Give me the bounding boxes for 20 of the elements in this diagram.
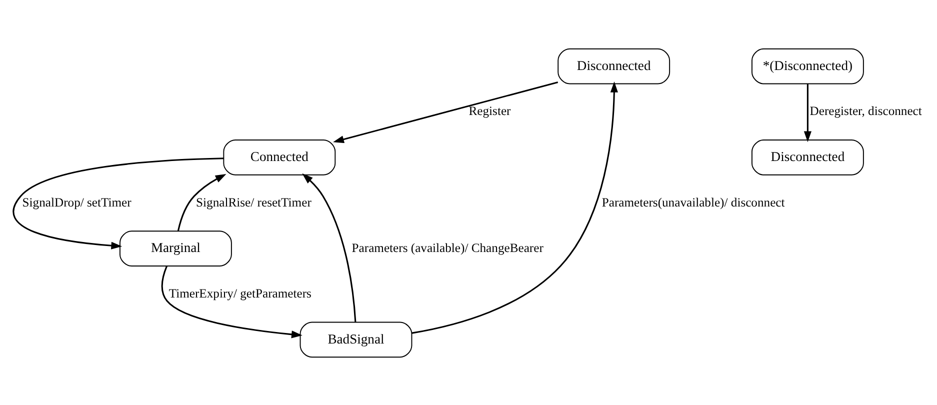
edge-label: Parameters(unavailable)/ disconnect [602, 194, 785, 209]
arrow [12, 157, 224, 249]
node-box: *(Disconnected) [751, 48, 864, 84]
node-box: Connected [223, 139, 336, 175]
edge-label: TimerExpiry/ getParameters [168, 286, 312, 300]
edge-label: Deregister, disconnect [810, 104, 922, 118]
node-box: BadSignal [300, 321, 412, 358]
arrow [302, 172, 356, 322]
node-box: Disconnected [751, 139, 864, 175]
node-box: Disconnected [558, 48, 670, 84]
arrow [177, 173, 226, 231]
edge-label: SignalRise/ resetTimer [196, 194, 312, 209]
arrow [161, 265, 302, 338]
arrow [333, 80, 558, 143]
edge-label: Parameters (available)/ ChangeBearer [352, 240, 544, 254]
arrow [804, 84, 812, 142]
node-box: Marginal [119, 230, 232, 266]
edge-label: SignalDrop/ setTimer [22, 194, 132, 209]
edge-label: Register [468, 104, 511, 118]
arrow [412, 81, 618, 334]
